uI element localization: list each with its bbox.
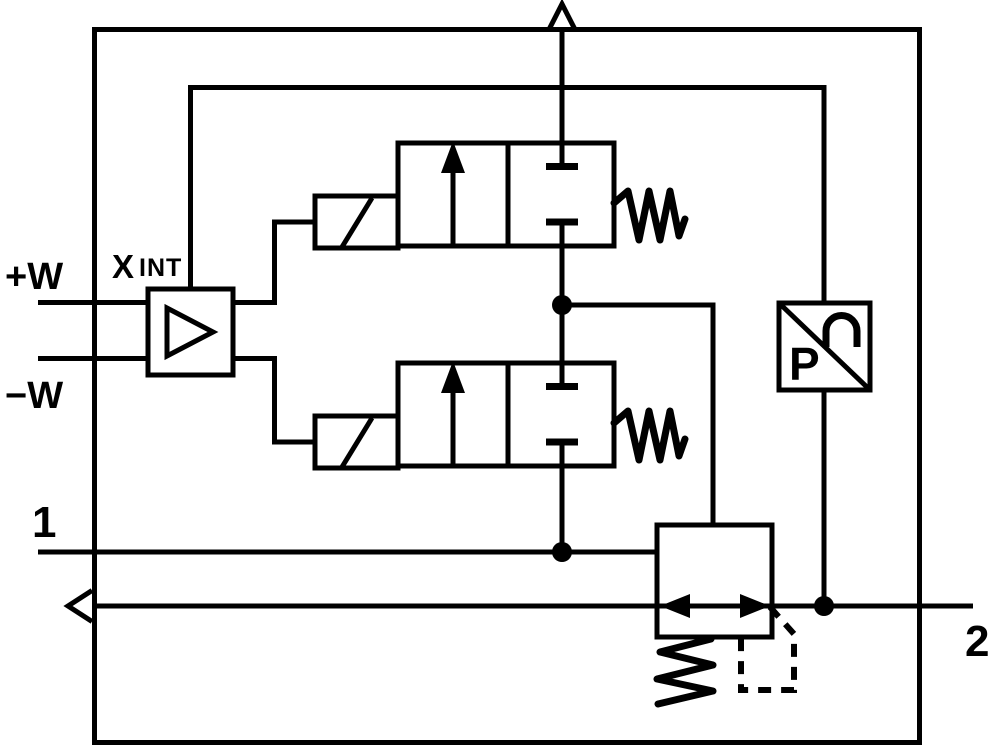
sensor-membrane-icon	[822, 312, 861, 347]
main-spring-icon	[653, 635, 717, 708]
main-valve-stage	[653, 522, 797, 708]
setpoint-amplifier	[145, 286, 236, 378]
pilot-valve-lower	[312, 360, 689, 471]
junction-dot	[552, 295, 572, 315]
feedback-line	[188, 85, 827, 303]
label-setpoint-minus: −W	[5, 375, 63, 417]
flow-arrow-right-icon	[740, 594, 770, 618]
solenoid-slash-icon	[339, 416, 375, 469]
main-valve-box	[654, 522, 775, 640]
amplifier-triangle-icon	[164, 303, 219, 361]
return-spring-icon	[610, 407, 689, 464]
flow-arrow-icon	[441, 141, 465, 173]
return-spring-icon	[610, 187, 689, 244]
label-port-2: 2	[965, 617, 989, 666]
flow-arrow-left-icon	[660, 594, 690, 618]
exhaust-triangle-top-icon	[544, 0, 580, 32]
pilot-control-dashed-icon	[738, 605, 797, 693]
label-port-1: 1	[32, 498, 56, 547]
label-xint-sub: INT	[139, 254, 182, 282]
label-xint-main: X	[112, 248, 134, 285]
pilot-valve-upper	[312, 140, 689, 251]
pressure-sensor: P	[776, 300, 873, 393]
amplifier-box	[145, 286, 236, 378]
sensor-label: P	[789, 338, 820, 390]
label-setpoint-plus: +W	[5, 256, 63, 298]
flow-arrow-icon	[441, 361, 465, 393]
enclosure-outline	[92, 27, 922, 745]
junction-dot	[552, 542, 572, 562]
pilot-line-lower	[233, 356, 315, 445]
branch-line-to-main-valve	[562, 302, 716, 525]
solenoid-slash-icon	[339, 196, 375, 249]
exhaust-arrow-left-icon	[63, 588, 94, 624]
pilot-line-upper	[233, 219, 315, 305]
junction-dot	[814, 596, 834, 616]
